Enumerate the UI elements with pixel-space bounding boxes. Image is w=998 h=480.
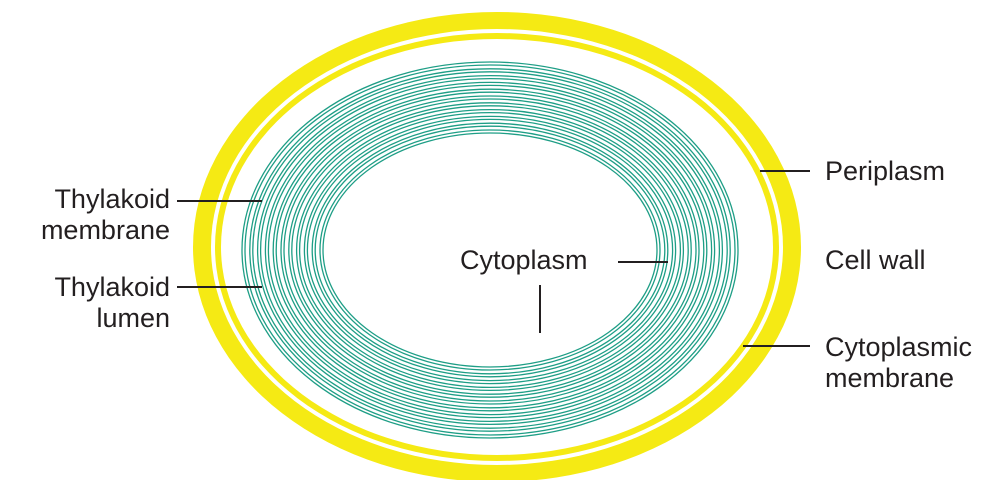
label-periplasm: Periplasm — [825, 156, 945, 187]
label-thylakoid-lumen-line2: lumen — [20, 303, 170, 334]
label-thylakoid-membrane-line2: membrane — [20, 215, 170, 246]
label-cell-wall: Cell wall — [825, 245, 926, 276]
label-cytoplasmic-membrane-line1: Cytoplasmic — [825, 332, 972, 363]
label-cytoplasmic-membrane: Cytoplasmic membrane — [825, 332, 972, 394]
label-thylakoid-lumen-line1: Thylakoid — [20, 272, 170, 303]
label-thylakoid-membrane-line1: Thylakoid — [20, 184, 170, 215]
label-cytoplasm: Cytoplasm — [460, 245, 588, 276]
label-thylakoid-membrane: Thylakoid membrane — [20, 184, 170, 246]
label-cytoplasmic-membrane-line2: membrane — [825, 363, 972, 394]
label-thylakoid-lumen: Thylakoid lumen — [20, 272, 170, 334]
